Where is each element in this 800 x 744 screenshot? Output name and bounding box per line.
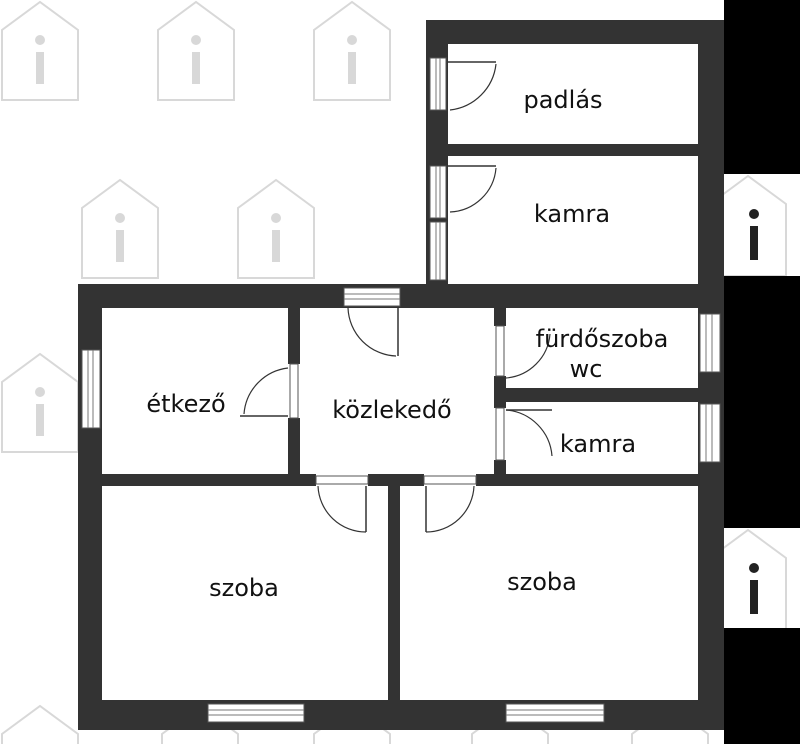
- room-label-furdoszoba: fürdőszoba: [536, 325, 669, 353]
- window: [429, 57, 447, 111]
- room-label-szoba-left: szoba: [209, 574, 279, 602]
- room-label-padlas: padlás: [523, 86, 602, 114]
- windows: [81, 57, 721, 723]
- room-label-wc: wc: [570, 355, 603, 383]
- window: [699, 403, 721, 463]
- house-info-icon: [157, 0, 235, 101]
- window: [505, 703, 605, 723]
- door: [494, 325, 551, 379]
- window: [429, 221, 447, 281]
- window: [429, 165, 447, 219]
- door: [347, 307, 399, 357]
- house-info-icon: [0, 352, 79, 453]
- door: [240, 363, 300, 419]
- room-labels: padlás kamra fürdőszoba wc étkező közlek…: [146, 86, 668, 602]
- house-info-icon: [81, 178, 159, 279]
- room-label-kozlekedo: közlekedő: [332, 396, 451, 424]
- doors: [240, 58, 553, 533]
- house-info-icon: [0, 704, 79, 744]
- door: [448, 58, 497, 112]
- room-label-kamra-upper: kamra: [534, 200, 610, 228]
- house-info-icon: [237, 178, 315, 279]
- window: [699, 313, 721, 373]
- outer-dark-edge: [724, 628, 800, 744]
- window: [207, 703, 305, 723]
- outer-dark-edge: [724, 0, 800, 174]
- house-info-icon: [0, 0, 79, 101]
- window: [343, 287, 401, 307]
- room-label-szoba-right: szoba: [507, 568, 577, 596]
- house-info-icon: [313, 0, 391, 101]
- window: [81, 349, 101, 429]
- door: [494, 407, 553, 461]
- outer-dark-edge: [724, 276, 800, 528]
- door: [448, 165, 497, 213]
- walls: [78, 20, 724, 730]
- door: [315, 474, 369, 533]
- room-label-etkezo: étkező: [146, 390, 225, 418]
- room-label-kamra-lower: kamra: [560, 430, 636, 458]
- door: [423, 474, 477, 533]
